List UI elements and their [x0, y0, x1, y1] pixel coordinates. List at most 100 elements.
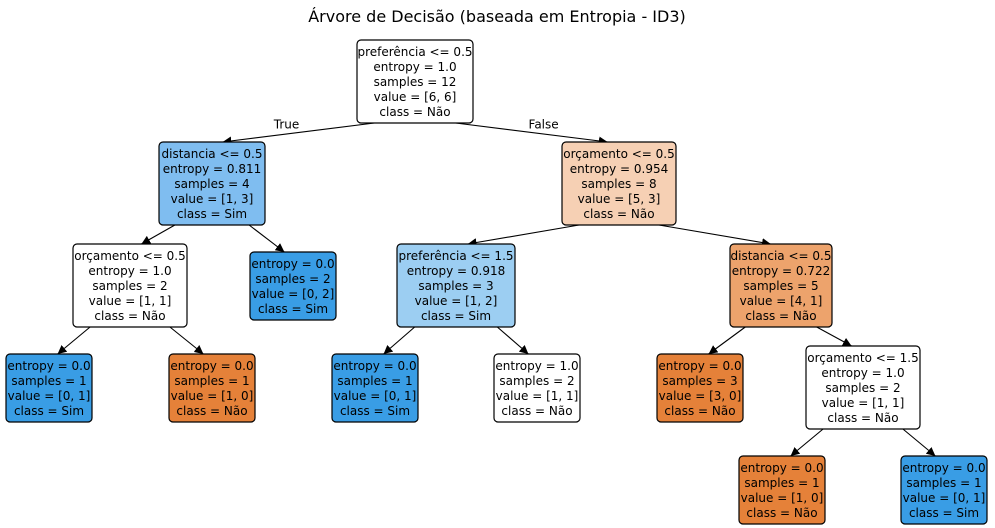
tree-node-line: orçamento <= 0.5 [563, 147, 675, 161]
tree-edge-n6-n11 [708, 326, 746, 355]
tree-node-line: orçamento <= 0.5 [74, 249, 186, 263]
tree-node-line: value = [1, 1] [822, 396, 905, 410]
tree-edge-n2-n6 [658, 224, 771, 247]
tree-node-line: entropy = 1.0 [495, 359, 578, 373]
tree-node-line: samples = 1 [744, 476, 819, 490]
tree-node-line: samples = 12 [374, 75, 457, 89]
tree-node-line: class = Não [664, 404, 735, 418]
tree-edge-n1-n3 [141, 224, 176, 245]
tree-node-line: value = [3, 0] [659, 389, 742, 403]
tree-node-box [738, 455, 826, 525]
tree-node-line: class = Não [583, 207, 654, 221]
tree-edge-n5-n9 [383, 326, 416, 355]
tree-node-box [168, 353, 256, 423]
tree-edge-n0-n1 [222, 122, 375, 146]
tree-node-line: entropy = 0.0 [902, 461, 985, 475]
tree-node-line: class = Sim [340, 404, 410, 418]
tree-node-line: entropy = 0.0 [170, 359, 253, 373]
tree-node-line: value = [1, 3] [171, 192, 254, 206]
tree-node-line: entropy = 0.811 [163, 162, 261, 176]
tree-node-line: value = [5, 3] [578, 192, 661, 206]
tree-node-line: entropy = 0.918 [407, 264, 505, 278]
tree-node-line: entropy = 0.0 [658, 359, 741, 373]
tree-node-line: samples = 1 [906, 476, 981, 490]
tree-node-line: class = Não [745, 309, 816, 323]
tree-node-line: value = [4, 1] [740, 294, 823, 308]
tree-node-line: entropy = 0.0 [7, 359, 90, 373]
tree-node-line: value = [0, 2] [252, 287, 335, 301]
tree-node-line: entropy = 1.0 [821, 366, 904, 380]
edge-label-true: True [273, 118, 300, 132]
tree-node-line: class = Não [501, 404, 572, 418]
tree-node-line: samples = 8 [581, 177, 656, 191]
tree-node-line: class = Não [746, 506, 817, 520]
tree-node-line: entropy = 1.0 [88, 264, 171, 278]
tree-node-line: samples = 3 [662, 374, 737, 388]
tree-node-box [729, 243, 833, 328]
tree-node-line: samples = 1 [11, 374, 86, 388]
tree-node-line: samples = 4 [174, 177, 249, 191]
tree-node-box [356, 39, 474, 124]
tree-node-box [656, 353, 744, 423]
tree-edge-n6-n12 [816, 326, 852, 347]
tree-node-line: distancia <= 0.5 [162, 147, 263, 161]
tree-node-line: value = [1, 1] [89, 294, 172, 308]
diagram-title: Árvore de Decisão (baseada em Entropia -… [308, 7, 686, 26]
tree-node-box [900, 455, 988, 525]
tree-edge-n3-n8 [169, 326, 204, 355]
tree-node-line: class = Sim [421, 309, 491, 323]
tree-node-line: entropy = 0.954 [570, 162, 668, 176]
tree-node-line: samples = 2 [92, 279, 167, 293]
tree-node-line: class = Sim [14, 404, 84, 418]
tree-node-line: entropy = 0.0 [740, 461, 823, 475]
tree-node-line: preferência <= 1.5 [398, 249, 513, 263]
tree-node-box [72, 243, 188, 328]
tree-node-box [396, 243, 516, 328]
tree-node-line: value = [1, 2] [415, 294, 498, 308]
tree-node-box [331, 353, 419, 423]
tree-node-line: class = Sim [258, 302, 328, 316]
tree-edge-n12-n14 [902, 428, 936, 457]
tree-node-line: preferência <= 0.5 [357, 45, 472, 59]
tree-node-line: class = Não [176, 404, 247, 418]
tree-node-line: value = [0, 1] [903, 491, 986, 505]
tree-node-line: value = [1, 0] [741, 491, 824, 505]
tree-edge-n3-n7 [57, 326, 91, 355]
tree-edge-n2-n5 [467, 224, 580, 247]
tree-node-line: samples = 2 [825, 381, 900, 395]
tree-node-line: value = [1, 1] [496, 389, 579, 403]
tree-node-line: value = [6, 6] [374, 90, 457, 104]
tree-node-line: distancia <= 0.5 [731, 249, 832, 263]
tree-node-line: class = Sim [909, 506, 979, 520]
edge-label-false: False [529, 118, 559, 132]
tree-node-line: orçamento <= 1.5 [807, 351, 919, 365]
tree-node-line: entropy = 0.0 [333, 359, 416, 373]
edges-layer: True False [57, 118, 936, 457]
tree-edge-n5-n10 [496, 326, 529, 355]
tree-node-line: samples = 2 [255, 272, 330, 286]
tree-node-line: value = [0, 1] [8, 389, 91, 403]
tree-edge-n12-n13 [790, 428, 824, 457]
tree-node-box [805, 345, 921, 430]
tree-node-box [5, 353, 93, 423]
tree-node-line: entropy = 0.722 [732, 264, 830, 278]
tree-node-line: samples = 1 [337, 374, 412, 388]
tree-node-line: samples = 5 [743, 279, 818, 293]
tree-node-line: samples = 2 [499, 374, 574, 388]
tree-node-line: samples = 3 [418, 279, 493, 293]
tree-node-line: class = Não [94, 309, 165, 323]
